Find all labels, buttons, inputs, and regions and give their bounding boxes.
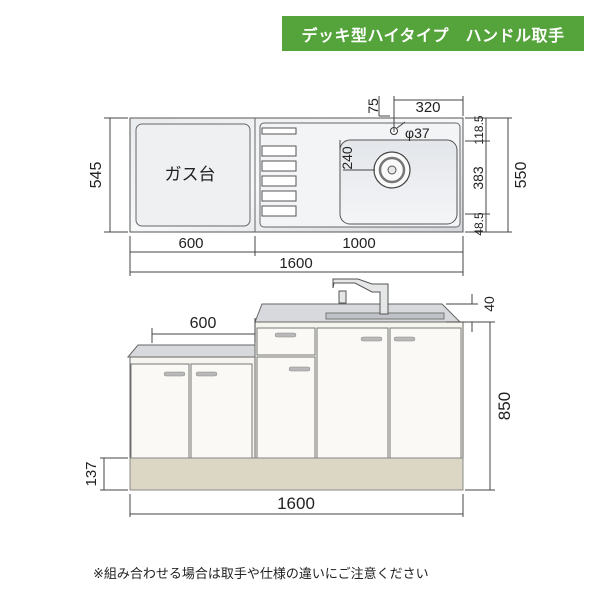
drain-center: [387, 165, 397, 175]
plinth: [129, 457, 464, 491]
header-banner: デッキ型ハイタイプ ハンドル取手: [282, 16, 584, 51]
dim-hole-diameter: φ37: [405, 125, 430, 141]
dim-front-gas-width: 600: [190, 315, 217, 332]
dim-depth-left: 545: [88, 162, 105, 189]
dim-front-total: 1600: [277, 494, 315, 513]
dim-faucet-offset: 320: [415, 99, 440, 116]
dim-plinth: 137: [83, 461, 100, 486]
drawer: [256, 327, 316, 356]
door-1: [130, 363, 190, 459]
dim-right-b: 383: [470, 166, 486, 190]
dim-top-offset: 75: [365, 98, 381, 114]
dim-right-a: 118.5: [472, 115, 486, 144]
door-3: [256, 356, 316, 459]
front-view: 600 40 850 137 1600: [83, 278, 514, 517]
dim-bowl-offset: 240: [339, 146, 355, 170]
door-4: [316, 327, 389, 459]
dim-sink-width: 1000: [342, 235, 375, 252]
dim-depth-right: 550: [513, 162, 530, 189]
low-countertop: [126, 344, 256, 358]
faucet: [332, 278, 389, 315]
gas-stand-area: [135, 123, 251, 227]
dim-plan-total: 1600: [279, 255, 312, 272]
footnote: ※組み合わせる場合は取手や仕様の違いにご注意ください: [93, 567, 429, 582]
dim-deck: 40: [481, 296, 497, 312]
door-5: [389, 327, 462, 459]
dim-right-c: 48.5: [472, 212, 486, 236]
plan-view: ガス台 545 600 1000: [88, 96, 530, 276]
header-title: デッキ型ハイタイプ ハンドル取手: [301, 25, 565, 45]
handles: [163, 332, 416, 377]
drain-ring: [378, 156, 406, 184]
drainboard-slots: [261, 127, 297, 217]
gas-stand-label: ガス台: [165, 165, 216, 184]
dim-height: 850: [495, 392, 514, 420]
dim-gas-width: 600: [178, 235, 203, 252]
door-2: [190, 363, 253, 459]
